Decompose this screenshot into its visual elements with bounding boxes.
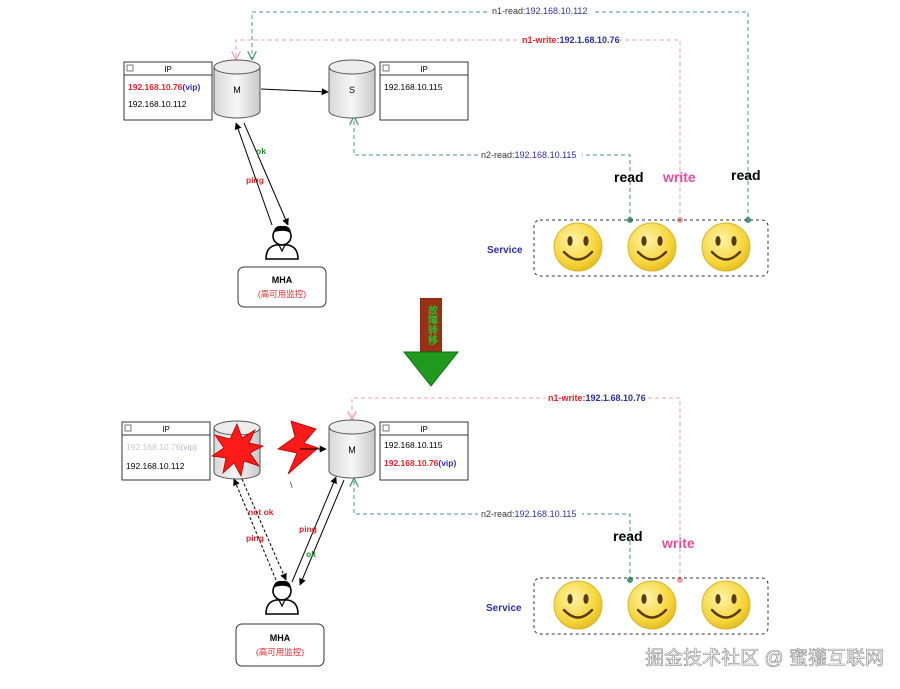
failover-text: 故障转移 [426, 304, 438, 346]
top-read-label-1: read [614, 169, 644, 185]
top-n2-read-route [354, 118, 631, 220]
bottom-ping-label-right: ping [299, 524, 317, 534]
bottom-n2-read-route [354, 480, 631, 580]
bottom-ok-arrow [299, 479, 345, 586]
table-row: 192.168.10.115 [384, 82, 443, 92]
bottom-section: n1-write:192.1.68.10.76 n2-read:192.168.… [121, 391, 769, 667]
table-collapse-icon [126, 64, 134, 72]
explosion-icon [210, 422, 265, 478]
bottom-ping-arrow-new [291, 476, 337, 583]
failed-master-db-icon [210, 420, 265, 480]
top-n1-write-route [236, 39, 681, 220]
lightning-icon [277, 420, 319, 475]
top-slave-db-icon: S [328, 59, 376, 119]
bottom-backslash-mark: \ [290, 480, 293, 490]
smiley-icon [700, 579, 752, 631]
mha-title: MHA [270, 633, 291, 643]
slave-label: S [349, 85, 355, 95]
smiley-icon [626, 579, 678, 631]
top-n1-read-label: n1-read:192.168.10.112 [492, 6, 587, 16]
top-read-label-2: read [731, 167, 761, 183]
top-n2-read-label: n2-read:192.168.10.115 [481, 150, 576, 160]
table-header: IP [420, 425, 428, 434]
master-label: M [233, 85, 241, 95]
mha-subtitle: (高可用监控) [258, 289, 306, 299]
top-replication-arrow [260, 88, 329, 96]
top-write-label: write [662, 169, 696, 185]
top-mha-box: MHA (高可用监控) [237, 266, 327, 308]
table-row: 192.168.10.115 [384, 440, 443, 450]
top-ping-arrow [234, 122, 273, 226]
bottom-n2-read-label: n2-read:192.168.10.115 [481, 509, 576, 519]
top-ok-arrow [243, 122, 289, 226]
smiley-icon [552, 579, 604, 631]
bottom-not-ok-label: not ok [248, 507, 274, 517]
top-master-db-icon: M [213, 59, 261, 119]
bottom-ip-table-left: IP 192.168.10.76(vip) 192.168.10.112 [121, 421, 211, 481]
bottom-n1-write-label: n1-write:192.1.68.10.76 [548, 393, 646, 403]
smiley-icon [552, 221, 604, 273]
bottom-not-ok-arrow [241, 478, 287, 581]
table-vip-row-faded: 192.168.10.76(vip) [126, 442, 197, 452]
top-ok-label: ok [256, 146, 266, 156]
top-n1-write-label: n1-write:192.1.68.10.76 [522, 35, 620, 45]
table-row: 192.168.10.112 [128, 99, 187, 109]
watermark: 掘金技术社区 @ 蜜獾互联网 [645, 647, 884, 669]
bottom-ping-label-left: ping [246, 533, 264, 543]
table-header: IP [420, 65, 428, 74]
top-ip-table-right: IP 192.168.10.115 [379, 61, 469, 121]
bottom-service-box [533, 577, 769, 635]
mha-title: MHA [272, 275, 293, 285]
mha-subtitle: (高可用监控) [256, 647, 304, 657]
bottom-ok-label: ok [306, 549, 316, 559]
top-ip-table-left: IP 192.168.10.76(vip) 192.168.10.112 [123, 61, 213, 121]
bottom-new-master-db-icon: M [328, 419, 376, 479]
failover-arrow: 故障转移 [402, 298, 460, 387]
bottom-mha-person-icon [265, 580, 299, 615]
bottom-n1-write-route [352, 397, 681, 580]
bottom-write-label: write [661, 535, 695, 551]
top-n1-read-route [252, 11, 749, 220]
top-mha-person-icon [265, 225, 299, 260]
top-service-label: Service [487, 245, 523, 256]
bottom-ip-table-right: IP 192.168.10.115 192.168.10.76(vip) [379, 421, 469, 481]
table-vip-row: 192.168.10.76(vip) [384, 458, 456, 468]
top-n1-read-dot [745, 217, 751, 223]
table-collapse-icon [382, 424, 390, 432]
smiley-icon [700, 221, 752, 273]
bottom-read-label: read [613, 528, 643, 544]
table-collapse-icon [124, 424, 132, 432]
bottom-mha-box: MHA (高可用监控) [235, 623, 325, 667]
top-section: n1-read:192.168.10.112 n1-write:192.1.68… [123, 4, 769, 308]
bottom-service-label: Service [486, 603, 522, 614]
down-arrow-icon [402, 351, 460, 387]
table-collapse-icon [382, 64, 390, 72]
smiley-icon [626, 221, 678, 273]
table-vip-row: 192.168.10.76(vip) [128, 82, 200, 92]
table-row: 192.168.10.112 [126, 461, 185, 471]
top-service-box [533, 219, 769, 277]
top-ping-label: ping [246, 175, 264, 185]
master-label: M [348, 445, 356, 455]
table-header: IP [164, 65, 172, 74]
table-header: IP [162, 425, 170, 434]
bottom-ping-arrow-failed [233, 478, 277, 581]
